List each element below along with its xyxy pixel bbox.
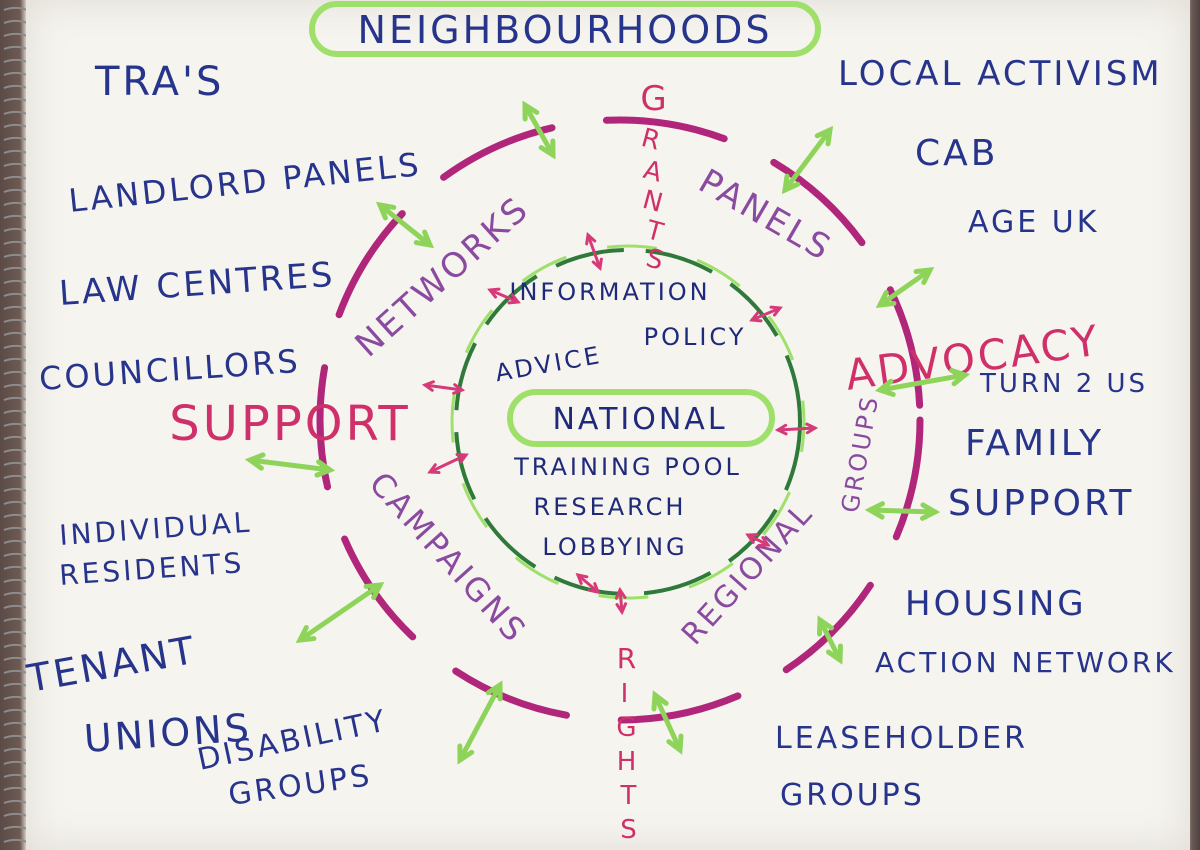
double-arrow-icon bbox=[749, 305, 783, 323]
double-arrow-icon bbox=[487, 287, 521, 305]
rights-letter: R bbox=[617, 642, 639, 675]
leaseholder-label: LEASEHOLDER bbox=[775, 721, 1028, 756]
double-arrow-icon bbox=[874, 368, 971, 397]
double-arrow-icon bbox=[875, 267, 935, 308]
center-label: NATIONAL bbox=[552, 402, 727, 437]
grants-letter: G bbox=[640, 79, 669, 119]
double-arrow-icon bbox=[244, 452, 336, 478]
advice-label: ADVICE bbox=[493, 341, 604, 387]
councillors-label: COUNCILLORS bbox=[38, 342, 302, 398]
information-label: INFORMATION bbox=[509, 278, 710, 306]
age-uk-label: AGE UK bbox=[968, 205, 1099, 240]
double-arrow-icon bbox=[651, 690, 684, 755]
inner-ring-light bbox=[450, 244, 806, 600]
training-pool-label: TRAINING POOL bbox=[513, 453, 742, 481]
rights-letter: T bbox=[620, 781, 640, 811]
double-arrow-icon bbox=[816, 615, 844, 665]
title-highlight bbox=[309, 1, 821, 57]
double-arrow-icon bbox=[774, 422, 819, 436]
double-arrow-icon bbox=[585, 232, 603, 271]
double-arrow-icon bbox=[295, 582, 385, 643]
double-arrow-icon bbox=[781, 125, 834, 195]
family-support-label: SUPPORT bbox=[948, 483, 1134, 524]
individual-label: INDIVIDUAL bbox=[58, 506, 253, 552]
residents-label: RESIDENTS bbox=[58, 546, 245, 592]
campaigns-label: CAMPAIGNS bbox=[362, 464, 535, 650]
grants-letter: N bbox=[639, 185, 668, 220]
inner-ring-dark bbox=[454, 248, 802, 596]
networks-label: NETWORKS bbox=[348, 188, 538, 365]
grants-letter: R bbox=[638, 123, 666, 157]
rights-axis: R I G H T S bbox=[616, 642, 640, 845]
tras-label: TRA'S bbox=[94, 59, 224, 105]
rights-letter: G bbox=[616, 713, 639, 743]
research-label: RESEARCH bbox=[534, 493, 687, 521]
double-arrow-icon bbox=[745, 533, 771, 547]
title: NEIGHBOURHOODS bbox=[358, 8, 773, 52]
pink-arrows bbox=[421, 232, 819, 616]
panels-label: PANELS bbox=[692, 161, 839, 269]
rights-letter: I bbox=[621, 679, 632, 709]
action-network-label: ACTION NETWORK bbox=[875, 646, 1176, 679]
cab-label: CAB bbox=[915, 133, 998, 174]
housing-label: HOUSING bbox=[905, 584, 1087, 624]
local-activism-label: LOCAL ACTIVISM bbox=[838, 54, 1163, 94]
turn2us-label: TURN 2 US bbox=[979, 369, 1148, 399]
double-arrow-icon bbox=[457, 680, 503, 765]
tenant-label: TENANT bbox=[23, 628, 200, 701]
leaseholder-groups-label: GROUPS bbox=[780, 778, 925, 813]
double-arrow-icon bbox=[614, 586, 628, 616]
family-label: FAMILY bbox=[965, 423, 1104, 464]
double-arrow-icon bbox=[421, 380, 466, 395]
outer-ring bbox=[316, 116, 924, 724]
grants-letter: A bbox=[640, 155, 668, 189]
double-arrow-icon bbox=[427, 452, 469, 475]
rights-letter: H bbox=[617, 747, 640, 777]
center-highlight bbox=[507, 389, 775, 447]
regional-label: REGIONAL bbox=[675, 495, 821, 652]
double-arrow-icon bbox=[375, 201, 435, 249]
law-centres-label: LAW CENTRES bbox=[58, 255, 337, 314]
double-arrow-icon bbox=[522, 100, 556, 160]
paper-sheet bbox=[26, 0, 1190, 850]
landlord-panels-label: LANDLORD PANELS bbox=[67, 145, 423, 220]
support-label: SUPPORT bbox=[169, 396, 410, 452]
groups-label: GROUPS bbox=[836, 392, 884, 514]
policy-label: POLICY bbox=[644, 323, 747, 351]
rights-letter: S bbox=[620, 815, 640, 845]
double-arrow-icon bbox=[864, 501, 941, 521]
lobbying-label: LOBBYING bbox=[542, 533, 687, 561]
double-arrow-icon bbox=[575, 572, 601, 595]
green-arrows bbox=[244, 100, 971, 765]
